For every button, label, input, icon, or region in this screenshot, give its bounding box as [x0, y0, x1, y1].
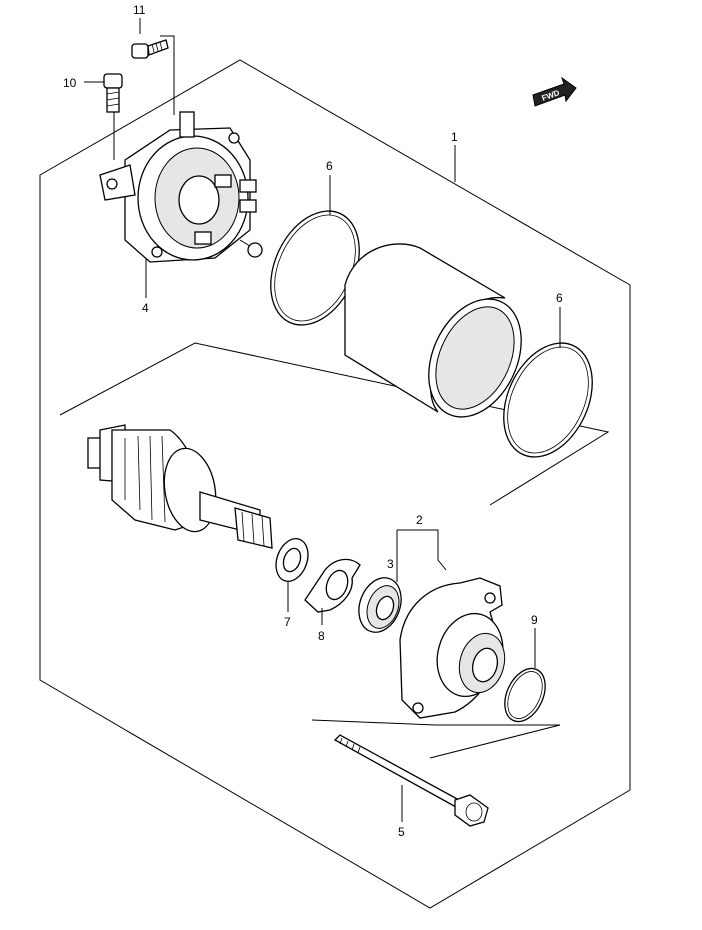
o-ring-6-lower [503, 342, 593, 458]
bearing-3 [358, 577, 402, 633]
callout-3: 3 [387, 557, 394, 571]
fwd-arrow-icon: FWD [532, 76, 577, 107]
armature [87, 424, 273, 549]
assembly-box-outline [39, 59, 631, 909]
callout-4: 4 [142, 301, 149, 315]
brush-housing-4 [99, 111, 263, 263]
callout-8: 8 [318, 629, 325, 643]
callout-1: 1 [451, 130, 458, 144]
callout-7: 7 [284, 615, 291, 629]
yoke-1 [344, 243, 522, 418]
front-bracket-2 [399, 577, 506, 719]
leader-lines [84, 18, 561, 822]
callout-11: 11 [133, 3, 146, 17]
callout-9: 9 [531, 613, 538, 627]
callout-2: 2 [416, 513, 423, 527]
callout-5: 5 [398, 825, 405, 839]
o-ring-9 [504, 667, 546, 723]
callout-6-lower: 6 [556, 291, 563, 305]
through-bolt-5 [333, 734, 489, 827]
callout-6-upper: 6 [326, 159, 333, 173]
bolt-11 [131, 39, 169, 59]
screw-10 [103, 73, 123, 113]
washer-7 [275, 538, 309, 582]
lock-plate-8 [304, 558, 361, 613]
callout-10: 10 [63, 76, 77, 90]
section-line-middle [311, 719, 561, 759]
